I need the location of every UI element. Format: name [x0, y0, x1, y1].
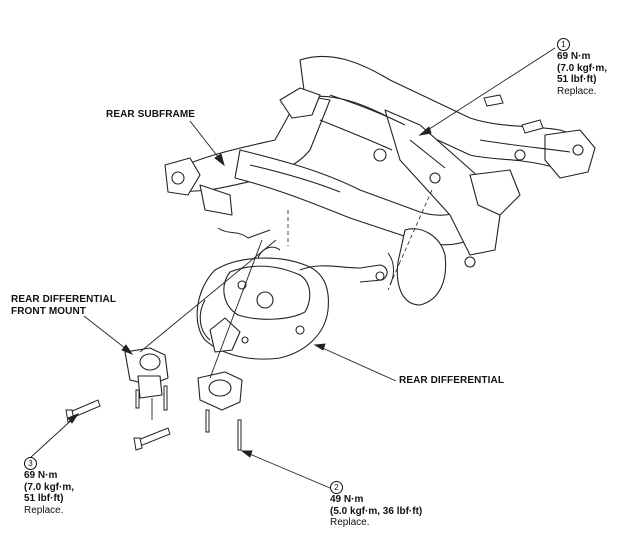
- front-mount-drawing: [124, 347, 169, 399]
- subframe-bolts: [483, 94, 544, 134]
- rear-mount-drawing: [197, 371, 243, 411]
- callout-3-torque: 69 N·m: [24, 470, 58, 481]
- loose-bolts: [65, 399, 171, 451]
- front-mount-label-line2: FRONT MOUNT: [11, 305, 86, 317]
- torque-callout-1: 1 69 N·m (7.0 kgf·m, 51 lbf·ft) Replace.: [557, 38, 607, 97]
- rear-differential-label: REAR DIFFERENTIAL: [399, 375, 505, 386]
- callout-2-number: 2: [330, 481, 343, 494]
- callout-1-note: Replace.: [557, 85, 597, 97]
- callout-2-note: Replace.: [330, 517, 370, 528]
- callout-3-number: 3: [24, 457, 37, 470]
- torque-callout-3: 3 69 N·m (7.0 kgf·m, 51 lbf·ft) Replace.: [24, 457, 74, 516]
- callout-1-number: 1: [557, 38, 570, 51]
- rear-subframe-drawing: [164, 55, 596, 306]
- callout-1-torque: 69 N·m: [557, 51, 591, 62]
- callout-1-kgfm: (7.0 kgf·m,: [557, 62, 608, 74]
- callout-2-torque: 49 N·m: [330, 494, 364, 505]
- leader-lines: [29, 47, 556, 489]
- rear-differential-drawing: [196, 246, 388, 360]
- subframe-guide-dashed-lines: [287, 189, 433, 291]
- front-mount-bolts: [135, 385, 168, 411]
- rear-subframe-label: REAR SUBFRAME: [106, 109, 196, 120]
- callout-3-kgfm: (7.0 kgf·m,: [24, 481, 75, 493]
- callout-1-lbfft: 51 lbf·ft): [557, 74, 597, 85]
- callout-2-values: (5.0 kgf·m, 36 lbf·ft): [330, 505, 423, 517]
- callout-3-note: Replace.: [24, 504, 64, 516]
- rear-mount-bolts: [205, 409, 242, 451]
- rear-differential-front-mount-label: REAR DIFFERENTIAL FRONT MOUNT: [11, 294, 116, 317]
- front-mount-label-line1: REAR DIFFERENTIAL: [11, 294, 117, 305]
- torque-callout-2: 2 49 N·m (5.0 kgf·m, 36 lbf·ft) Replace.: [330, 481, 422, 529]
- callout-3-lbfft: 51 lbf·ft): [24, 493, 64, 504]
